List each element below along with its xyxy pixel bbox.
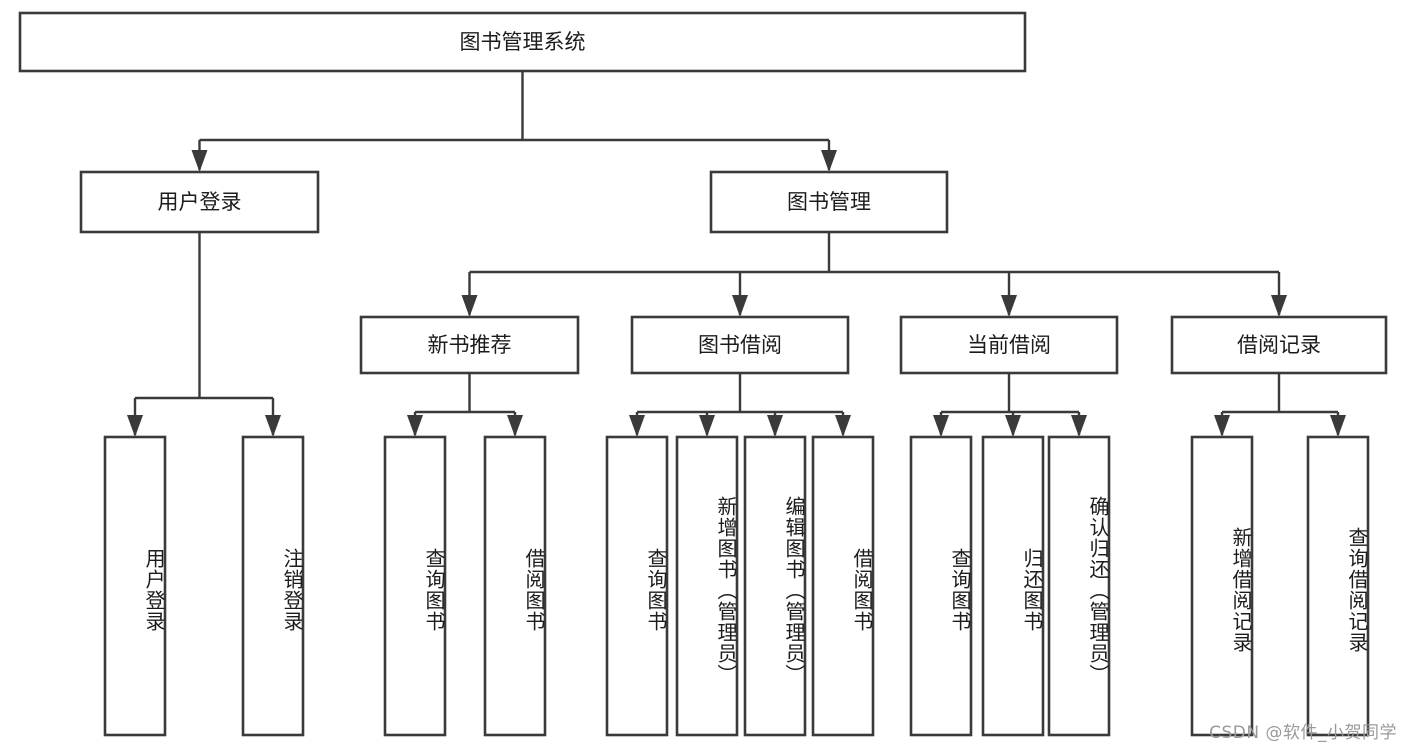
node-label-book-manage: 图书管理 <box>787 190 871 214</box>
arrow-head-icon-leaf-query-book-borrow <box>629 415 645 437</box>
arrow-head-icon-user-login <box>191 150 208 172</box>
node-box-leaf-user-login[interactable] <box>103 435 167 737</box>
arrow-head-icon-leaf-logout <box>265 415 281 437</box>
arrow-head-icon-borrow-record <box>1271 295 1287 317</box>
node-box-leaf-query-book-current[interactable] <box>909 435 973 737</box>
node-box-book-manage[interactable] <box>709 170 949 234</box>
node-label-current-borrow: 当前借阅 <box>967 333 1051 357</box>
arrow-head-icon-leaf-query-book-current <box>933 415 949 437</box>
node-label-user-login: 用户登录 <box>158 190 242 214</box>
node-box-new-book-recommend[interactable] <box>359 315 580 375</box>
watermark-text: CSDN @软件_小贺同学 <box>1209 723 1397 743</box>
node-box-leaf-edit-book[interactable] <box>743 435 807 737</box>
node-box-leaf-add-borrow-record[interactable] <box>1190 435 1254 737</box>
arrow-head-icon-leaf-edit-book <box>767 415 783 437</box>
arrow-head-icon-leaf-borrow-book-recommend <box>507 415 523 437</box>
node-label-borrow-record: 借阅记录 <box>1237 333 1321 357</box>
node-box-leaf-return-book[interactable] <box>981 435 1045 737</box>
node-box-leaf-query-book-recommend[interactable] <box>383 435 447 737</box>
node-box-leaf-borrow-book[interactable] <box>811 435 875 737</box>
arrow-head-icon-leaf-query-book-recommend <box>407 415 423 437</box>
node-box-leaf-confirm-return[interactable] <box>1047 435 1111 737</box>
node-box-root[interactable] <box>18 11 1027 73</box>
arrow-head-icon-leaf-return-book <box>1005 415 1021 437</box>
arrow-head-icon-leaf-query-borrow-record <box>1330 415 1346 437</box>
node-box-leaf-add-book[interactable] <box>675 435 739 737</box>
arrow-head-icon-book-borrow <box>732 295 748 317</box>
node-box-leaf-logout[interactable] <box>241 435 305 737</box>
arrow-head-icon-leaf-confirm-return <box>1071 415 1087 437</box>
node-box-leaf-borrow-book-recommend[interactable] <box>483 435 547 737</box>
node-box-book-borrow[interactable] <box>630 315 850 375</box>
node-box-current-borrow[interactable] <box>899 315 1119 375</box>
node-box-layer <box>18 11 1388 737</box>
arrow-head-icon-current-borrow <box>1001 295 1017 317</box>
node-box-leaf-query-borrow-record[interactable] <box>1306 435 1370 737</box>
node-box-leaf-query-book-borrow[interactable] <box>605 435 669 737</box>
node-label-root: 图书管理系统 <box>460 30 586 54</box>
connector-layer <box>127 71 1346 437</box>
arrow-head-icon-leaf-add-book <box>699 415 715 437</box>
arrow-head-icon-book-manage <box>821 150 837 172</box>
node-box-user-login[interactable] <box>79 170 320 234</box>
node-label-new-book-recommend: 新书推荐 <box>428 333 512 357</box>
node-label-book-borrow: 图书借阅 <box>698 333 782 357</box>
arrow-head-icon-new-book-recommend <box>461 295 478 317</box>
arrow-head-icon-leaf-add-borrow-record <box>1214 415 1230 437</box>
node-box-borrow-record[interactable] <box>1170 315 1388 375</box>
arrow-head-icon-leaf-borrow-book <box>835 415 851 437</box>
arrow-head-icon-leaf-user-login <box>127 415 143 437</box>
